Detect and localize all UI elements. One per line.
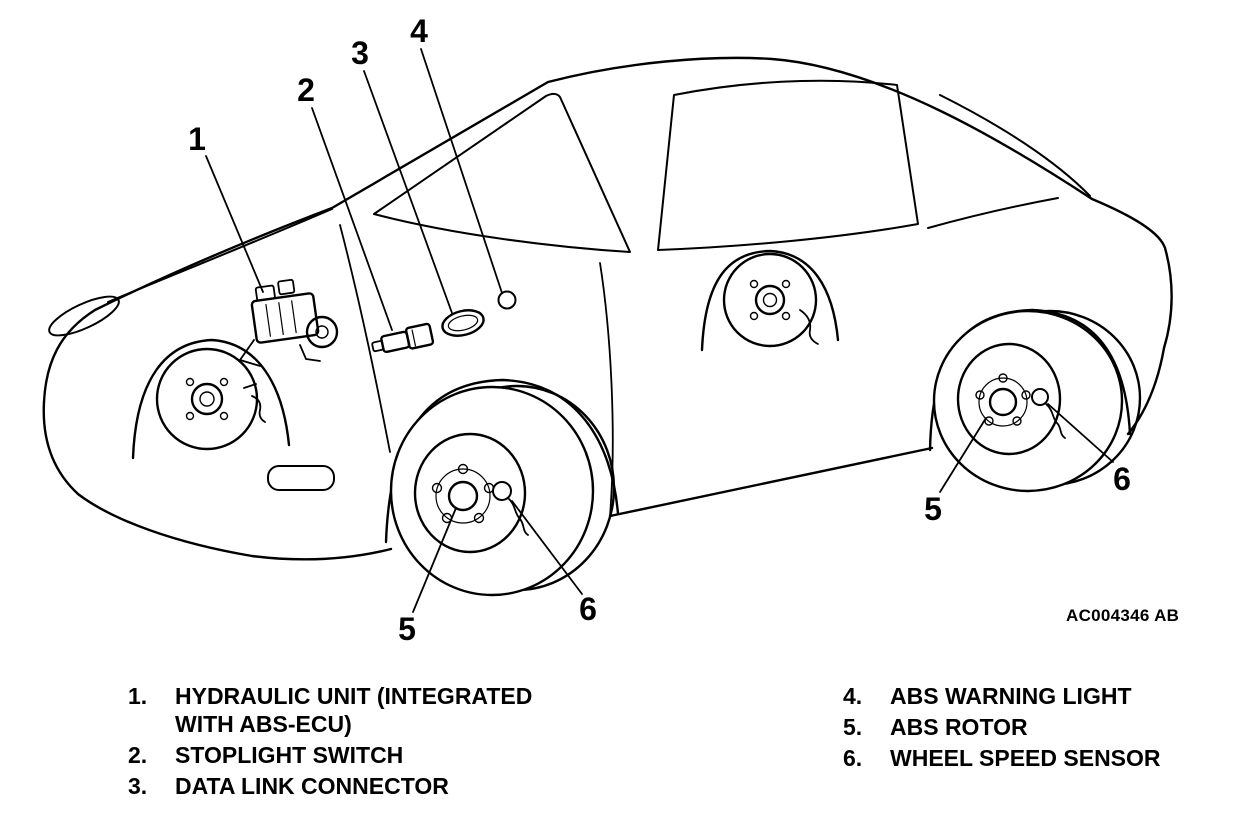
abs-location-diagram: 1 2 3 4 5 6 5 6 (42, 13, 1173, 647)
leader-line-5-front (412, 507, 457, 613)
far-rear-wheel-arch (700, 249, 840, 352)
legend-item-4-number: 4. (843, 683, 863, 709)
legend-item-3-number: 3. (128, 773, 148, 799)
legend-item-1: 1. HYDRAULIC UNIT (INTEGRATED WITH ABS-E… (128, 682, 588, 738)
callout-6-rear: 6 (1113, 461, 1131, 497)
legend-item-2-number: 2. (128, 742, 148, 768)
far-rear-sensor-wire (799, 309, 819, 345)
legend-item-3: 3. DATA LINK CONNECTOR (128, 772, 588, 800)
leader-line-6-rear (1047, 403, 1114, 463)
door-line (599, 262, 614, 517)
front-sensor-wire (507, 497, 529, 536)
legend-item-1-number: 1. (128, 683, 148, 709)
hydraulic-unit-drawing (239, 278, 339, 367)
body-front-lower (42, 400, 393, 561)
far-rear-brake-disc (722, 252, 819, 348)
car-windows (373, 79, 1091, 253)
stoplight-switch-drawing (371, 322, 435, 354)
front-abs-rotor (413, 432, 527, 554)
callout-5-front: 5 (398, 611, 416, 647)
front-wheel-assembly (389, 384, 616, 597)
legend-item-6-number: 6. (843, 745, 863, 771)
legend-item-5-number: 5. (843, 714, 863, 740)
callout-4: 4 (410, 13, 428, 49)
far-front-brake-disc (155, 347, 266, 451)
callout-6-front: 6 (579, 591, 597, 627)
callout-3: 3 (351, 35, 369, 71)
callout-2: 2 (297, 72, 315, 108)
rear-window-edge (939, 94, 1091, 197)
abs-warning-light-drawing (497, 290, 517, 310)
legend-left-column: 1. HYDRAULIC UNIT (INTEGRATED WITH ABS-E… (128, 682, 588, 803)
leader-line-6-front (511, 500, 583, 595)
leader-line-1 (205, 155, 264, 293)
leader-line-5-rear (939, 417, 987, 493)
front-marker-light (267, 465, 335, 491)
legend-item-2: 2. STOPLIGHT SWITCH (128, 741, 588, 769)
callout-5-rear: 5 (924, 491, 942, 527)
legend-item-6: 6. WHEEL SPEED SENSOR (843, 744, 1233, 772)
rear-sensor-wire (1045, 403, 1066, 439)
callout-1: 1 (188, 121, 206, 157)
far-front-wheel-arch (131, 338, 291, 460)
far-front-sensor-wire (251, 395, 266, 423)
leader-line-2 (311, 107, 393, 331)
leader-line-4 (420, 48, 503, 294)
rear-abs-rotor (956, 342, 1062, 456)
rear-window-base (927, 197, 1059, 229)
legend-item-4-label: ABS WARNING LIGHT (890, 683, 1132, 709)
legend-item-2-label: STOPLIGHT SWITCH (175, 742, 404, 768)
data-link-connector-drawing (441, 309, 485, 337)
rocker-line (608, 446, 934, 518)
legend-item-5-label: ABS ROTOR (890, 714, 1028, 740)
rear-wheel-assembly (932, 309, 1142, 493)
legend-item-3-label: DATA LINK CONNECTOR (175, 773, 449, 799)
leader-lines (205, 48, 1114, 613)
legend-item-1-label: HYDRAULIC UNIT (INTEGRATED WITH ABS-ECU) (175, 683, 533, 737)
legend-item-6-label: WHEEL SPEED SENSOR (890, 745, 1161, 771)
legend-item-5: 5. ABS ROTOR (843, 713, 1233, 741)
front-side-window (373, 92, 631, 253)
callout-numbers: 1 2 3 4 5 6 5 6 (188, 13, 1131, 647)
leader-line-3 (363, 70, 453, 314)
figure-ref-code: AC004346 AB (1066, 606, 1180, 625)
headlight (48, 295, 120, 337)
legend-item-4: 4. ABS WARNING LIGHT (843, 682, 1233, 710)
front-wheel-speed-sensor (492, 481, 512, 501)
legend-right-column: 4. ABS WARNING LIGHT 5. ABS ROTOR 6. WHE… (843, 682, 1233, 775)
rear-quarter-window (657, 79, 919, 251)
rear-wheel-speed-sensor (1031, 388, 1049, 406)
fender-line (339, 224, 391, 453)
hood-line (107, 208, 333, 303)
